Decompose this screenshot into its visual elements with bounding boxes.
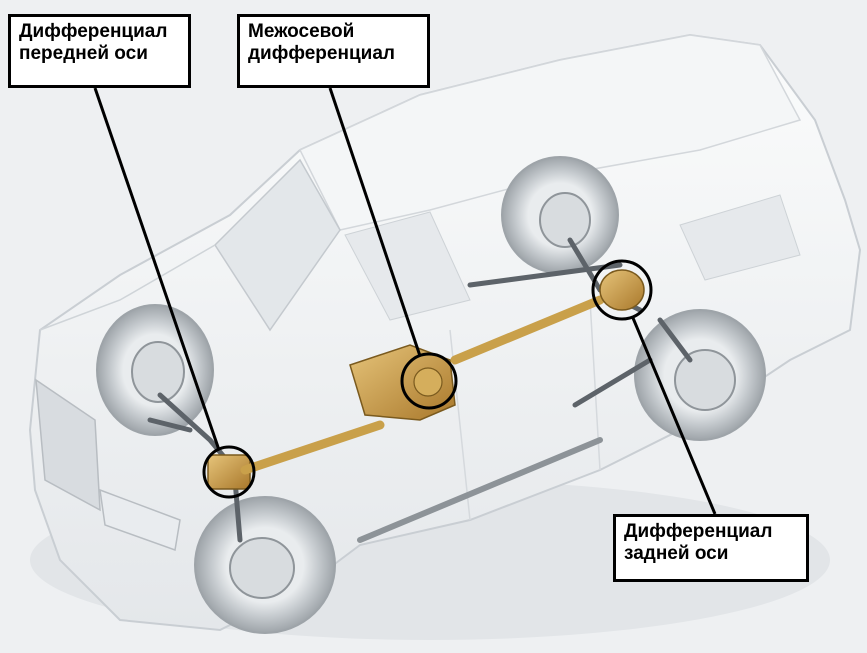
wheel-front-left [96, 304, 214, 436]
front-label-line2: передней оси [19, 43, 148, 64]
rear-label-line2: задней оси [624, 543, 729, 564]
rear-driveshaft [450, 295, 605, 365]
front-differential-callout-circle [202, 445, 256, 499]
wheel-rear-right [634, 309, 766, 441]
headlight [99, 488, 181, 552]
rear-axle-differential-label: Дифференциал задней оси [613, 514, 809, 582]
hood-line [39, 244, 216, 331]
front-grille [35, 378, 101, 512]
center-label-line2: дифференциал [248, 43, 395, 64]
wheel-front-right [194, 496, 336, 634]
rear-differential-callout-circle [591, 259, 653, 321]
center-differential-callout-circle [400, 352, 458, 410]
windshield [214, 158, 341, 332]
car-roof [298, 34, 802, 231]
wheel-rear-left [501, 156, 619, 274]
front-differential-leader-line [93, 87, 221, 451]
front-label-line1: Дифференциал [19, 21, 168, 42]
rear-suspension [467, 237, 693, 408]
rear-label-line1: Дифференциал [624, 521, 773, 542]
center-differential-leader-line [328, 87, 422, 357]
rear-axle-differential [599, 269, 645, 311]
rear-differential-leader-line [631, 317, 717, 515]
center-label-line1: Межосевой [248, 21, 355, 42]
side-window-front [344, 211, 471, 321]
side-step [357, 437, 603, 543]
center-differential-label: Межосевой дифференциал [237, 14, 430, 88]
front-driveshaft [240, 420, 385, 475]
front-axle-differential-label: Дифференциал передней оси [8, 14, 191, 88]
side-window-rear [679, 194, 801, 281]
